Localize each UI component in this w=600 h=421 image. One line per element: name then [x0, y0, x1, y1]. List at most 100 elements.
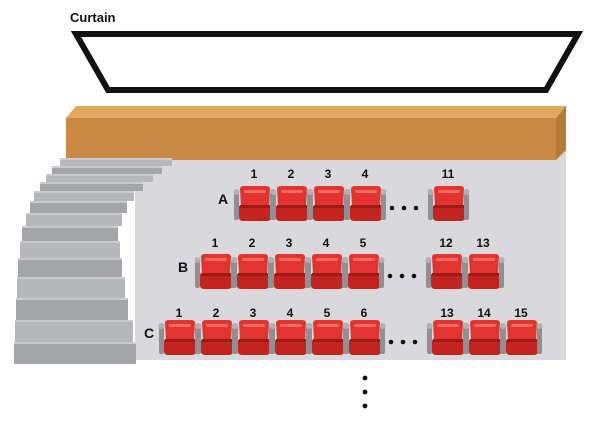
seat[interactable]	[342, 254, 385, 289]
seat-back	[470, 320, 500, 340]
seat-highlight	[317, 324, 339, 327]
stair-edge	[15, 320, 133, 322]
seat-back	[469, 254, 499, 274]
seat-armrest-cap	[233, 189, 240, 195]
seat-back	[313, 320, 343, 340]
seat-crease	[276, 339, 306, 342]
seat-cushion	[432, 340, 464, 355]
seat-armrest	[271, 192, 276, 220]
seat-highlight	[243, 324, 265, 327]
seat-armrest	[463, 260, 468, 288]
seat-armrest	[232, 260, 237, 288]
seat-crease	[201, 273, 231, 276]
seat-highlight	[511, 324, 533, 327]
seat-crease	[277, 205, 307, 208]
stair-edge	[40, 182, 143, 184]
seat[interactable]	[343, 320, 386, 355]
seat-crease	[433, 339, 463, 342]
seat-gap-ellipsis	[388, 339, 418, 345]
seat-number: 5	[360, 236, 367, 250]
seat-armrest-cap	[536, 323, 543, 329]
stair-edge	[18, 258, 122, 260]
seat-armrest	[380, 326, 385, 354]
seat-armrest	[269, 260, 274, 288]
stair-step	[26, 213, 122, 226]
seat-cushion	[164, 340, 196, 355]
seat-number: 1	[176, 306, 183, 320]
seat-armrest-cap	[195, 323, 202, 329]
seat-gap-ellipsis	[387, 273, 417, 279]
stair-step	[22, 226, 118, 241]
seat-crease	[350, 339, 380, 342]
seat-armrest-cap	[378, 257, 385, 263]
stair-step	[60, 158, 172, 166]
seat-number: 1	[251, 167, 258, 181]
seat-cushion	[237, 274, 269, 289]
seat-back	[349, 254, 379, 274]
seat-armrest	[270, 326, 275, 354]
stair-edge	[60, 158, 172, 160]
seat[interactable]	[500, 320, 543, 355]
seat-number: 3	[250, 306, 257, 320]
seat-armrest-cap	[269, 323, 276, 329]
seat[interactable]	[268, 254, 311, 289]
seat-crease	[434, 205, 464, 208]
seat-number: 1	[212, 236, 219, 250]
seat-armrest	[381, 192, 386, 220]
seat-number: 13	[440, 306, 454, 320]
seat-cushion	[276, 206, 308, 221]
seat-crease	[312, 273, 342, 276]
seat-number: 14	[477, 306, 491, 320]
seat-highlight	[244, 190, 266, 193]
seat-armrest-cap	[500, 323, 507, 329]
seat-highlight	[473, 258, 495, 261]
seat-crease	[314, 205, 344, 208]
seat-back	[165, 320, 195, 340]
seat-back	[350, 320, 380, 340]
seat-highlight	[205, 258, 227, 261]
seat-armrest-cap	[232, 323, 239, 329]
row-label: C	[144, 325, 154, 341]
seat[interactable]	[427, 186, 470, 221]
seat-crease	[313, 339, 343, 342]
seat-armrest	[426, 260, 431, 288]
seat-number: 15	[514, 306, 528, 320]
seat-number: 2	[213, 306, 220, 320]
seat[interactable]	[462, 254, 505, 289]
seat-armrest-cap	[380, 189, 387, 195]
seat-crease	[432, 273, 462, 276]
seat-cushion	[348, 274, 380, 289]
seat-cushion	[313, 206, 345, 221]
seat-back	[507, 320, 537, 340]
seat-armrest-cap	[379, 323, 386, 329]
seat-armrest-cap	[498, 257, 505, 263]
seat-crease	[351, 205, 381, 208]
seat[interactable]	[233, 186, 276, 221]
seat-back	[351, 186, 381, 206]
stair-step	[34, 191, 134, 201]
seat-armrest	[233, 326, 238, 354]
seat-number: 2	[249, 236, 256, 250]
seat[interactable]	[344, 186, 387, 221]
seat-armrest-cap	[425, 257, 432, 263]
seat-cushion	[275, 340, 307, 355]
stair-edge	[52, 166, 162, 168]
seat-crease	[202, 339, 232, 342]
seat-cushion	[349, 340, 381, 355]
seat-armrest	[428, 192, 433, 220]
seat-highlight	[438, 190, 460, 193]
seat-gap-ellipsis	[389, 205, 419, 211]
seat-armrest-cap	[231, 257, 238, 263]
seat[interactable]	[195, 320, 238, 355]
seat-armrest	[379, 260, 384, 288]
seat-cushion	[468, 274, 500, 289]
seat-armrest-cap	[305, 257, 312, 263]
seat-highlight	[242, 258, 264, 261]
seat-back	[277, 186, 307, 206]
stair-edge	[14, 342, 136, 344]
seat-armrest	[464, 326, 469, 354]
